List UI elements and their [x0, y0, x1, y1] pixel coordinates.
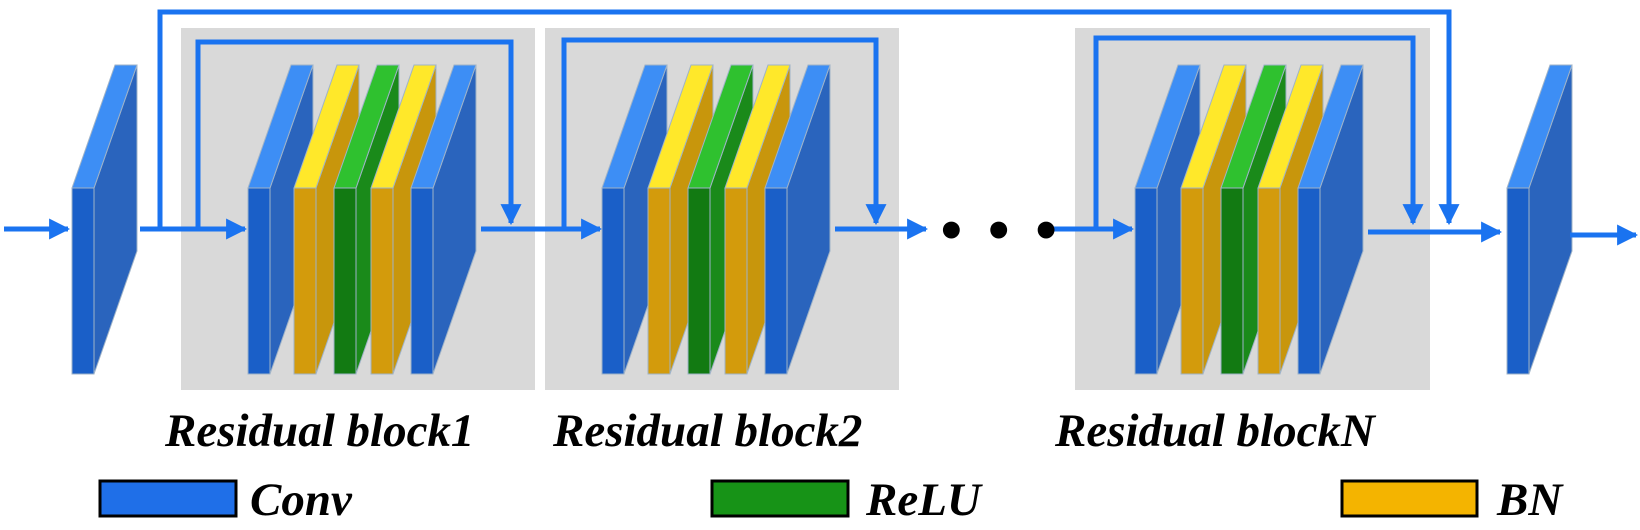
skip-connection-block-1	[195, 39, 522, 229]
layer-slabs	[71, 64, 1573, 375]
block-2-bn-layer-2	[647, 64, 714, 375]
ellipsis: • • •	[936, 204, 1061, 260]
skip-connection-block-n	[1093, 35, 1424, 229]
block-1-conv-layer-5	[410, 64, 477, 375]
block-1-conv-layer-1	[247, 64, 314, 375]
output-conv-layer	[1506, 64, 1573, 375]
legend-conv-label: Conv	[250, 474, 353, 526]
global-skip-connection	[157, 9, 1460, 229]
skip-connection-block-2	[561, 37, 887, 229]
block-2-conv-layer-5	[764, 64, 831, 375]
legend-conv-swatch	[98, 479, 238, 518]
connection-arrows	[4, 9, 1639, 246]
legend-bn-swatch	[1340, 479, 1479, 518]
block-3-conv-layer-1	[1134, 64, 1201, 375]
block-1-bn-layer-2	[293, 64, 360, 375]
residual-block-2-label: Residual block2	[552, 405, 862, 457]
input-conv-layer	[71, 64, 138, 375]
legend-bn-label: BN	[1496, 474, 1564, 526]
residual-block-1-label: Residual block1	[164, 405, 474, 457]
legend-relu-swatch	[710, 479, 850, 518]
residual-block-n-label: Residual blockN	[1054, 405, 1377, 457]
legend-relu-label: ReLU	[865, 474, 983, 526]
block-3-conv-layer-5	[1297, 64, 1364, 375]
